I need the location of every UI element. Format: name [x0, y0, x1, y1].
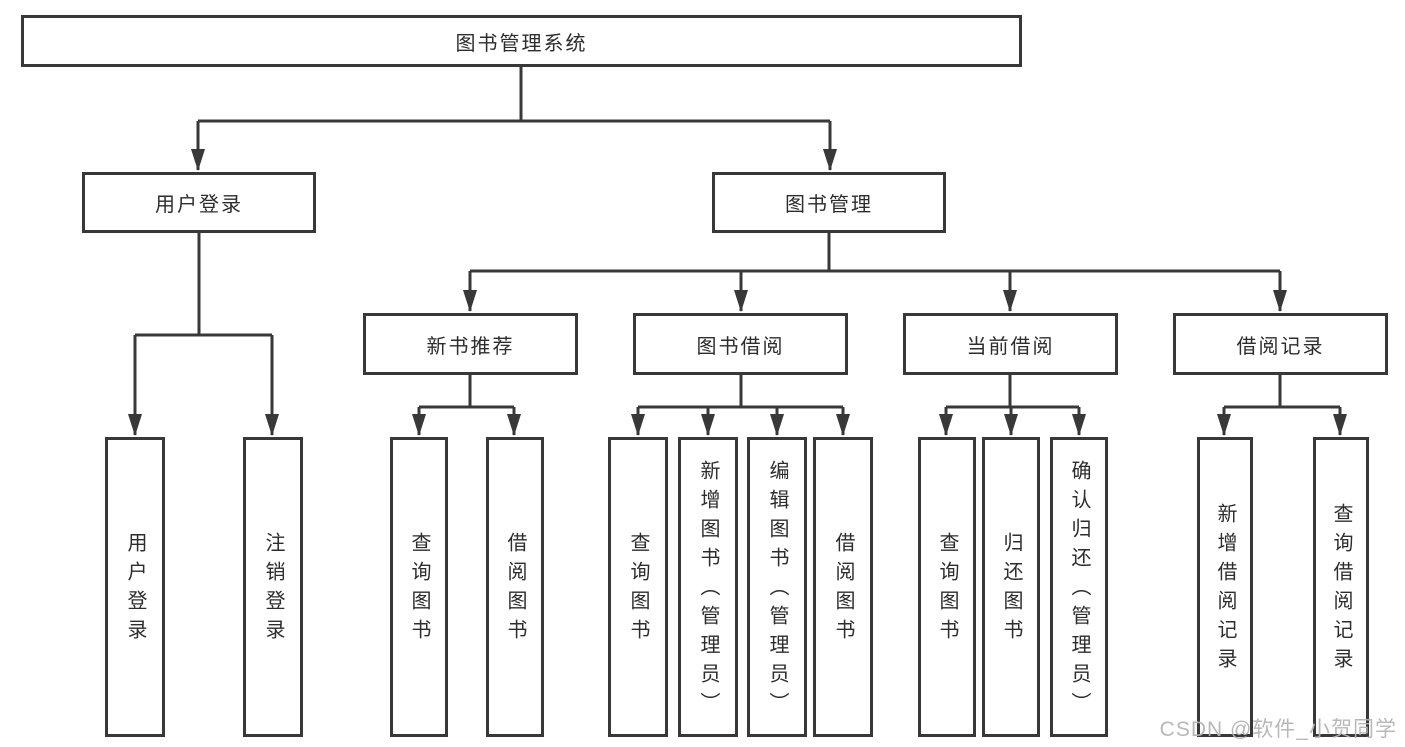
- node-library-management-system: 图书管理系统: [21, 15, 1022, 67]
- node-book-borrow: 图书借阅: [633, 313, 848, 375]
- leaf-query-book-borrow: 查询图书: [608, 437, 668, 737]
- leaf-user-login: 用户登录: [105, 437, 165, 737]
- leaf-query-borrow-record: 查询借阅记录: [1313, 437, 1369, 737]
- leaf-logout: 注销登录: [243, 437, 303, 737]
- leaf-query-book-current: 查询图书: [918, 437, 976, 737]
- leaf-add-book-admin: 新增图书（管理员）: [678, 437, 738, 737]
- leaf-borrow-book-recommend: 借阅图书: [486, 437, 544, 737]
- node-current-borrow: 当前借阅: [903, 313, 1118, 375]
- leaf-return-book: 归还图书: [982, 437, 1040, 737]
- csdn-watermark: CSDN @软件_小贺同学: [1159, 718, 1397, 741]
- leaf-borrow-book: 借阅图书: [813, 437, 873, 737]
- node-book-management: 图书管理: [712, 172, 946, 233]
- node-new-book-recommend: 新书推荐: [363, 313, 578, 375]
- leaf-edit-book-admin: 编辑图书（管理员）: [747, 437, 807, 737]
- leaf-add-borrow-record: 新增借阅记录: [1197, 437, 1253, 737]
- node-borrow-records: 借阅记录: [1173, 313, 1388, 375]
- leaf-confirm-return-admin: 确认归还（管理员）: [1050, 437, 1108, 737]
- leaf-query-book-recommend: 查询图书: [390, 437, 448, 737]
- node-user-login: 用户登录: [82, 172, 316, 233]
